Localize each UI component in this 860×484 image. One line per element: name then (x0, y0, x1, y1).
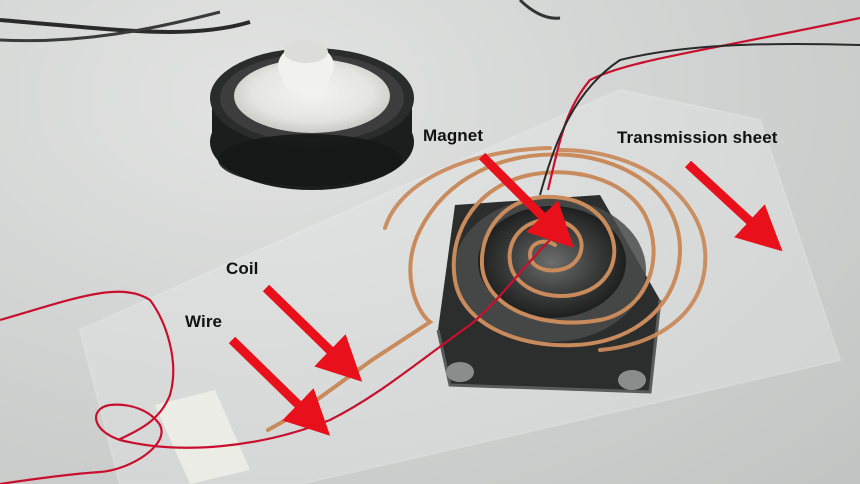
red-wires (0, 16, 860, 484)
arrow-wire (228, 336, 331, 436)
label-transmission-sheet: Transmission sheet (617, 128, 778, 147)
label-coil: Coil (226, 259, 259, 278)
arrow-magnet (478, 152, 574, 248)
background-cables (0, 0, 561, 43)
copper-coil (266, 146, 708, 432)
label-magnet: Magnet (423, 126, 484, 145)
annotation-arrows (228, 152, 783, 436)
arrow-transmission-sheet (684, 160, 783, 252)
arrow-coil (262, 284, 363, 382)
speaker-receiver (210, 41, 414, 190)
label-wire: Wire (185, 312, 223, 331)
tape (155, 390, 250, 484)
